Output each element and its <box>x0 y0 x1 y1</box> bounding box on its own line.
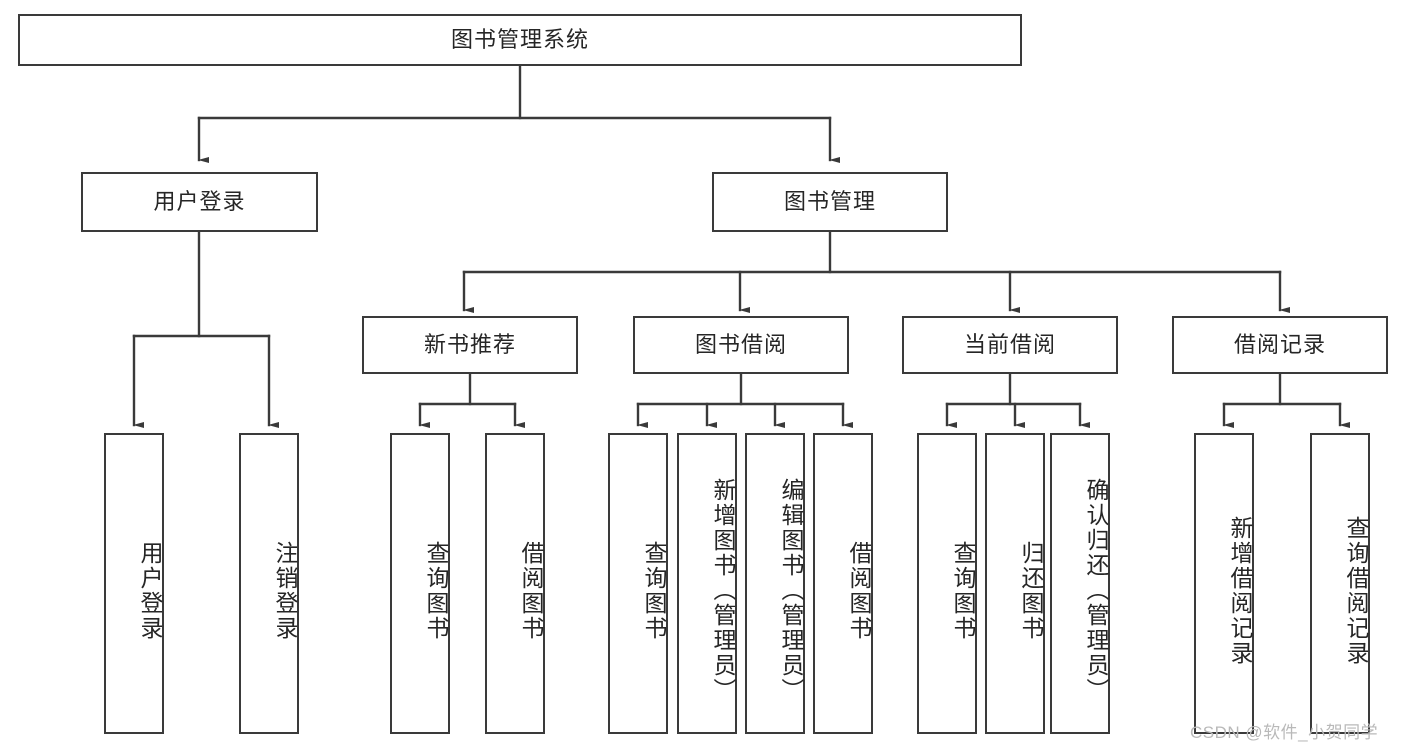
node-book-borrow[interactable]: 图书借阅 <box>633 316 849 374</box>
node-leaf-query-book-1-label: 查询图书 <box>423 540 449 641</box>
node-borrow-record[interactable]: 借阅记录 <box>1172 316 1388 374</box>
node-leaf-add-book[interactable]: 新增图书（管理员） <box>677 433 737 734</box>
node-leaf-query-record[interactable]: 查询借阅记录 <box>1310 433 1370 734</box>
node-book-manage-label: 图书管理 <box>783 188 876 214</box>
node-root[interactable]: 图书管理系统 <box>18 14 1022 66</box>
node-user-login[interactable]: 用户登录 <box>81 172 318 232</box>
node-leaf-edit-book-label: 编辑图书（管理员） <box>778 478 804 703</box>
node-leaf-edit-book[interactable]: 编辑图书（管理员） <box>745 433 805 734</box>
node-leaf-borrow-book-2-label: 借阅图书 <box>846 540 872 641</box>
node-leaf-query-book-1[interactable]: 查询图书 <box>390 433 450 734</box>
node-leaf-borrow-book-1-label: 借阅图书 <box>518 540 544 641</box>
node-leaf-query-book-2-label: 查询图书 <box>641 540 667 641</box>
node-current-borrow[interactable]: 当前借阅 <box>902 316 1118 374</box>
node-leaf-add-book-label: 新增图书（管理员） <box>710 478 736 703</box>
node-leaf-query-book-2[interactable]: 查询图书 <box>608 433 668 734</box>
node-leaf-confirm-return-label: 确认归还（管理员） <box>1083 478 1109 703</box>
node-book-borrow-label: 图书借阅 <box>694 331 787 357</box>
node-leaf-query-record-label: 查询借阅记录 <box>1343 515 1369 666</box>
node-leaf-return-book[interactable]: 归还图书 <box>985 433 1045 734</box>
node-book-manage[interactable]: 图书管理 <box>712 172 948 232</box>
node-current-borrow-label: 当前借阅 <box>963 331 1056 357</box>
node-user-login-label: 用户登录 <box>153 188 246 214</box>
node-leaf-confirm-return[interactable]: 确认归还（管理员） <box>1050 433 1110 734</box>
node-borrow-record-label: 借阅记录 <box>1233 331 1326 357</box>
watermark: CSDN @软件_小贺同学 <box>1190 723 1379 742</box>
node-root-label: 图书管理系统 <box>450 26 589 52</box>
node-leaf-add-record-label: 新增借阅记录 <box>1227 515 1253 666</box>
node-leaf-query-book-3-label: 查询图书 <box>950 540 976 641</box>
node-leaf-borrow-book-2[interactable]: 借阅图书 <box>813 433 873 734</box>
node-new-book-rec-label: 新书推荐 <box>423 331 516 357</box>
node-leaf-query-book-3[interactable]: 查询图书 <box>917 433 977 734</box>
node-new-book-rec[interactable]: 新书推荐 <box>362 316 578 374</box>
node-leaf-user-login[interactable]: 用户登录 <box>104 433 164 734</box>
node-leaf-user-logout-label: 注销登录 <box>272 540 298 641</box>
node-leaf-add-record[interactable]: 新增借阅记录 <box>1194 433 1254 734</box>
node-leaf-user-login-label: 用户登录 <box>137 540 163 641</box>
node-leaf-borrow-book-1[interactable]: 借阅图书 <box>485 433 545 734</box>
node-leaf-return-book-label: 归还图书 <box>1018 540 1044 641</box>
node-leaf-user-logout[interactable]: 注销登录 <box>239 433 299 734</box>
